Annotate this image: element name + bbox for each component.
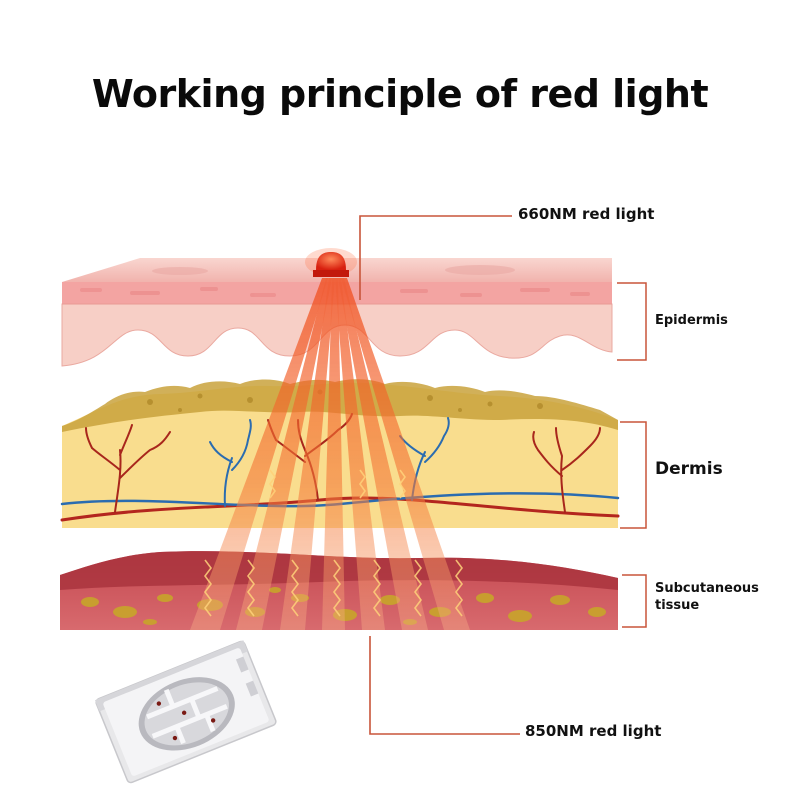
- leader-line-850: [370, 636, 520, 734]
- label-850nm: 850NM red light: [525, 722, 661, 740]
- label-subcutaneous-line2: tissue: [655, 597, 775, 614]
- layer-brackets: [617, 283, 646, 627]
- bracket-dermis: [620, 422, 646, 528]
- label-subcutaneous-line1: Subcutaneous: [655, 580, 775, 597]
- bracket-subcutaneous: [622, 575, 646, 627]
- bracket-epidermis: [617, 283, 646, 360]
- label-660nm: 660NM red light: [518, 205, 654, 223]
- label-subcutaneous: Subcutaneous tissue: [655, 580, 775, 614]
- led-chip-illustration: [95, 640, 277, 783]
- label-dermis: Dermis: [655, 459, 723, 479]
- label-epidermis: Epidermis: [655, 313, 728, 328]
